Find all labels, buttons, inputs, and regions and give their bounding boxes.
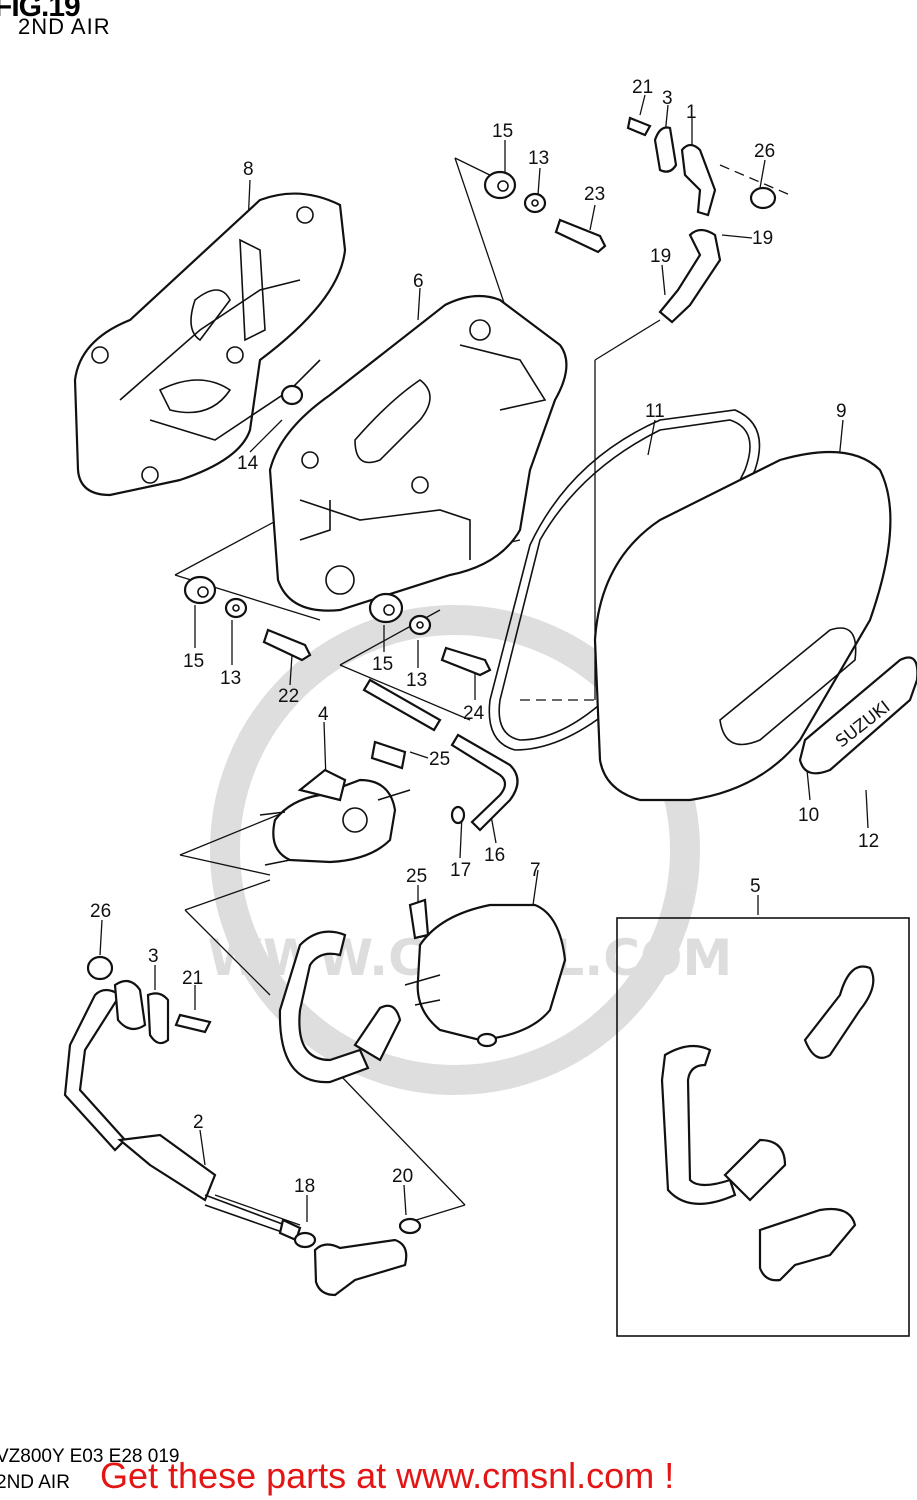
callout-15b: 15 (183, 651, 204, 672)
part-7-reed-box (404, 898, 567, 1048)
callout-3a: 3 (662, 88, 673, 109)
callout-13a: 13 (528, 148, 549, 169)
callout-6: 6 (413, 271, 424, 292)
callout-26a: 26 (754, 141, 775, 162)
callout-16: 16 (484, 845, 505, 866)
part-2-pipe (63, 988, 302, 1242)
footer-subtitle: 2ND AIR (0, 1472, 70, 1493)
lower-left-fasteners (86, 955, 212, 1045)
figure-title: FIG.19 (0, 0, 81, 23)
callout-7: 7 (530, 860, 541, 881)
callout-8: 8 (243, 159, 254, 180)
callout-5: 5 (750, 876, 761, 897)
part-9-side-cover (593, 450, 892, 802)
lower-tee (293, 1217, 422, 1297)
part-4-valve (259, 768, 411, 866)
footer-model-code: VZ800Y E03 E28 019 (0, 1446, 180, 1467)
callout-25b: 25 (406, 866, 427, 887)
callout-25a: 25 (429, 749, 450, 770)
callout-21b: 21 (182, 968, 203, 989)
part-8-cover-plate (73, 192, 347, 497)
callout-19a: 19 (752, 228, 773, 249)
callout-13b: 13 (220, 668, 241, 689)
callout-9: 9 (836, 401, 847, 422)
callout-15a: 15 (492, 121, 513, 142)
callout-3b: 3 (148, 946, 159, 967)
callout-20: 20 (392, 1166, 413, 1187)
callout-13c: 13 (406, 670, 427, 691)
callout-4: 4 (318, 704, 329, 725)
callout-26b: 26 (90, 901, 111, 922)
callout-12: 12 (858, 831, 879, 852)
callout-15c: 15 (372, 654, 393, 675)
part-11-seal (488, 409, 761, 751)
middle-fasteners (183, 575, 492, 770)
callout-23: 23 (584, 184, 605, 205)
callout-22: 22 (278, 686, 299, 707)
part-16-hose (362, 678, 519, 832)
callout-17: 17 (450, 860, 471, 881)
callout-14: 14 (237, 453, 259, 474)
callout-11: 11 (645, 401, 665, 422)
callout-2: 2 (193, 1112, 204, 1133)
get-parts-link[interactable]: Get these parts at www.cmsnl.com ! (100, 1455, 675, 1496)
hose-middle (278, 930, 402, 1084)
callout-21a: 21 (632, 77, 653, 98)
upper-fasteners (280, 116, 777, 406)
callout-10: 10 (798, 805, 819, 826)
callout-18: 18 (294, 1176, 315, 1197)
figure-subtitle: 2ND AIR (18, 14, 111, 39)
callout-19b: 19 (650, 246, 671, 267)
callout-1: 1 (686, 102, 697, 123)
callout-24: 24 (463, 703, 485, 724)
callout-labels: 21 3 1 26 15 13 23 19 19 8 6 14 11 9 15 … (90, 77, 879, 1197)
part-5-kit-box (616, 917, 910, 1337)
part-6-bracket (268, 294, 568, 612)
